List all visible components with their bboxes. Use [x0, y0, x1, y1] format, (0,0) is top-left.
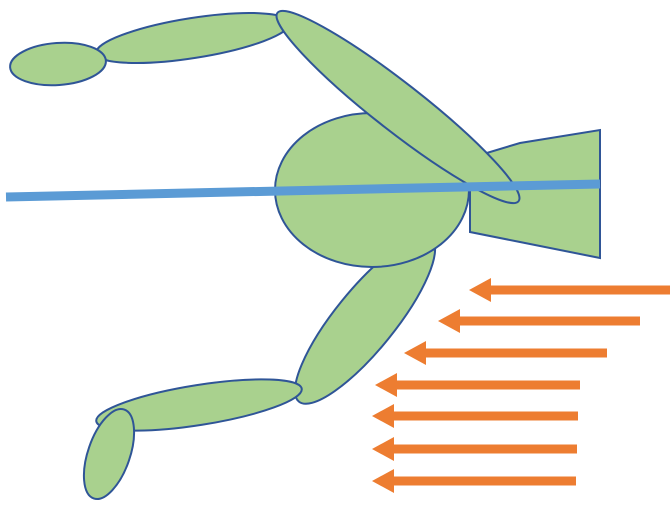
forearm-top [275, 9, 521, 205]
axis-line [5, 179, 601, 202]
arrow-5 [372, 404, 578, 428]
arrow-head [438, 309, 460, 333]
arrow-6 [372, 437, 577, 461]
torso [469, 128, 601, 260]
hand-top [9, 41, 107, 87]
arrow-head [372, 469, 394, 493]
axis-line-group [5, 179, 601, 202]
forearm-bottom [95, 378, 303, 432]
hand-bottom [82, 408, 136, 500]
arrow-head [469, 278, 491, 302]
upper-arm-top [95, 11, 291, 65]
arrow-head [375, 373, 397, 397]
arrow-2 [438, 309, 640, 333]
arrow-7 [372, 469, 576, 493]
arrow-group [372, 278, 670, 493]
arrow-head [404, 341, 426, 365]
arrow-head [372, 437, 394, 461]
arrow-3 [404, 341, 607, 365]
arrow-1 [469, 278, 670, 302]
arrow-4 [375, 373, 580, 397]
arrow-head [372, 404, 394, 428]
stick-figure [9, 9, 601, 500]
